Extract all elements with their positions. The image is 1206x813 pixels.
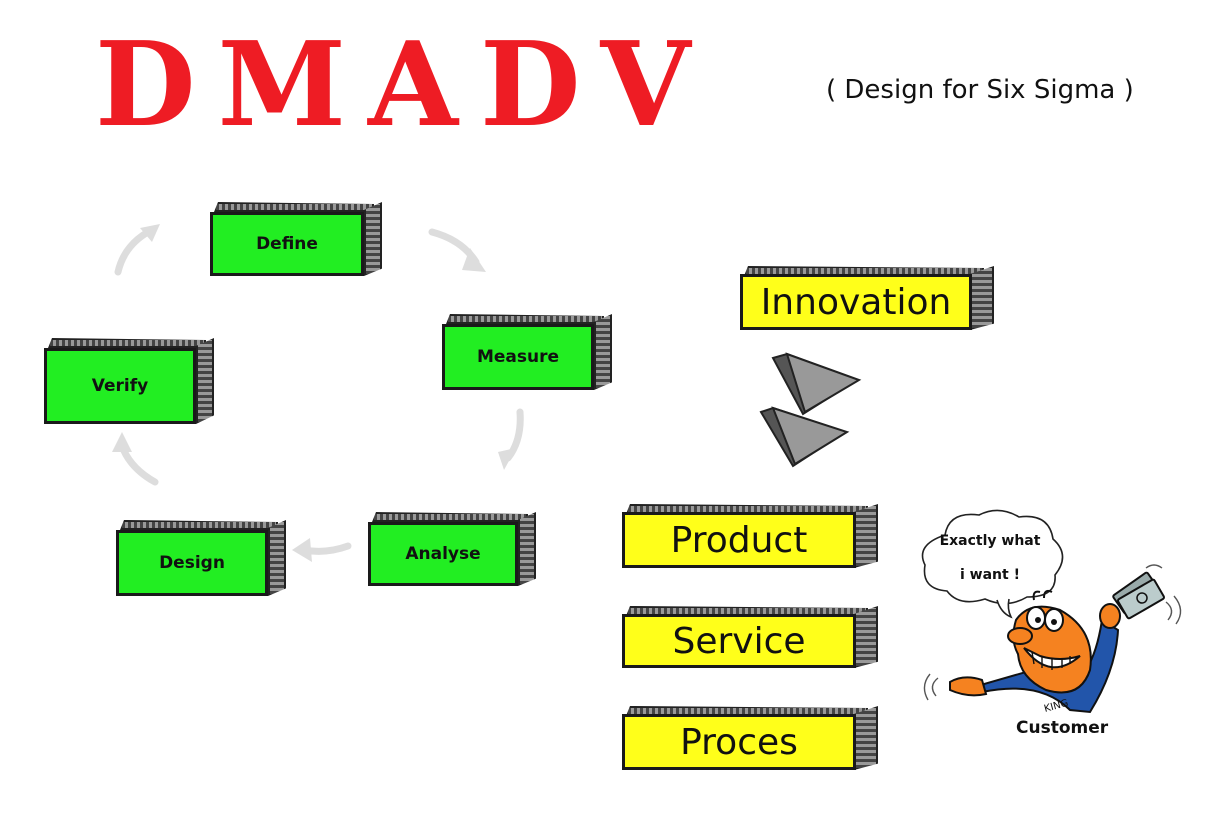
speech-line-1: Exactly what [939,533,1041,549]
arrowhead-2 [498,448,516,470]
speech-text: Exactly what i want ! [930,524,1050,592]
down-arrow-1 [771,352,862,416]
outcome-service: Service [622,606,878,668]
step-define: Define [210,202,382,276]
outcome-proces-label: Proces [680,721,798,763]
down-arrows [759,352,862,468]
outcome-service-label: Service [672,620,806,662]
step-analyse: Analyse [368,512,536,586]
down-arrow-2 [759,406,850,468]
outcome-product: Product [622,504,878,568]
customer-illustration: KING [923,564,1182,715]
arrowhead-4 [112,432,132,452]
customer-smile [1023,647,1081,669]
step-measure-label: Measure [476,347,560,367]
innovation-box: Innovation [740,266,994,330]
page-subtitle: ( Design for Six Sigma ) [826,75,1134,105]
step-analyse-label: Analyse [405,544,481,564]
arrowhead-5 [140,224,160,242]
money-icon [1112,571,1165,620]
step-verify-label: Verify [91,376,149,396]
outcome-proces: Proces [622,706,878,770]
shirt-text: KING [1043,698,1070,715]
step-define-label: Define [256,234,318,254]
step-verify: Verify [44,338,214,424]
outcome-product-label: Product [670,519,808,561]
pointing-hand [949,676,988,697]
speech-line-2: i want ! [960,567,1020,583]
step-design-label: Design [159,553,225,573]
arrow-verify-to-define [114,228,152,276]
customer-label: Customer [1016,718,1109,738]
step-design: Design [116,520,286,596]
customer-nose [1007,627,1033,645]
step-measure: Measure [442,314,612,390]
page-title: DMADV [95,17,713,153]
motion-lines [923,564,1182,701]
arrowhead-1 [462,248,486,272]
raised-hand [1099,603,1121,629]
arrowhead-3 [292,538,312,562]
innovation-label: Innovation [760,281,952,323]
